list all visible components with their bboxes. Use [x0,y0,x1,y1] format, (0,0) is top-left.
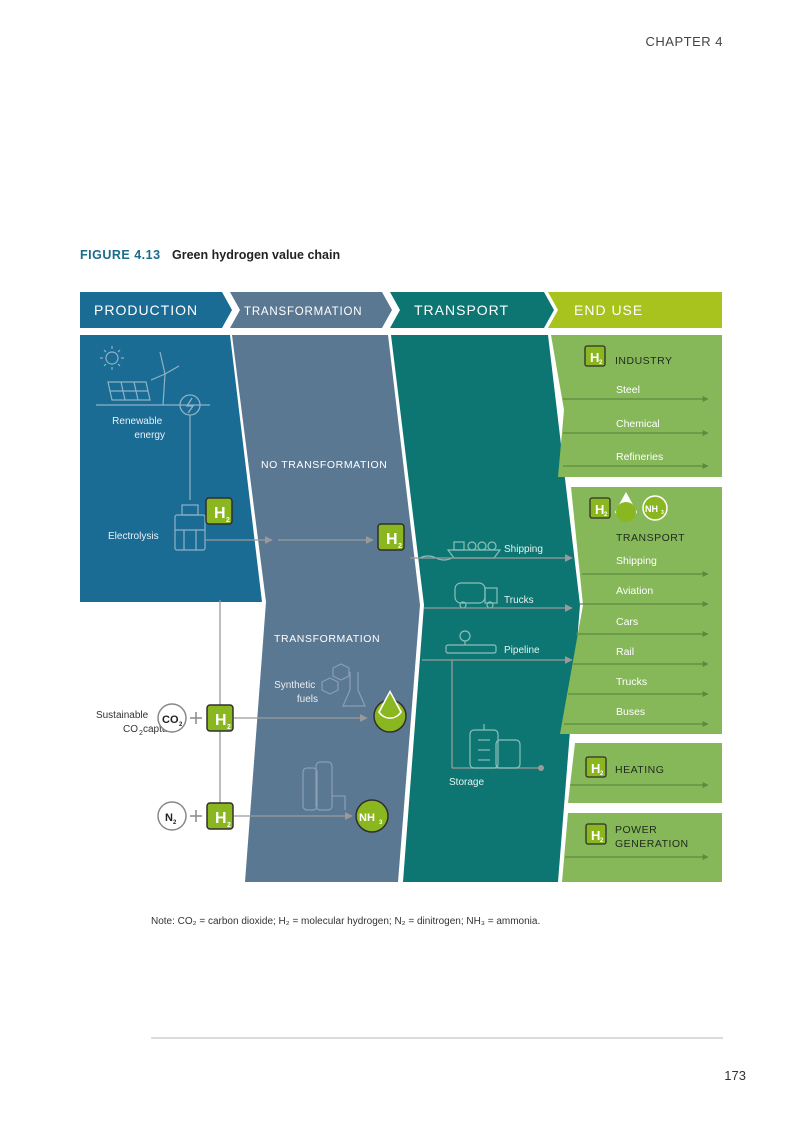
transformation-label: TRANSFORMATION [274,633,380,645]
transport-title: TRANSPORT [616,532,685,544]
pipeline-icon [445,630,497,654]
svg-text:H: H [590,350,599,365]
power-generation-title: POWER GENERATION [615,824,689,850]
svg-text:2: 2 [173,820,177,826]
h2-badge-heating: H 2 [585,756,607,778]
svg-text:N: N [165,812,173,824]
h2-badge-n2: H 2 [206,802,234,830]
svg-text:2: 2 [604,512,608,518]
transport-item-trucks: Trucks [616,676,647,688]
synthetic-fuels-label: Synthetic fuels [274,680,318,705]
molecule-icon [321,663,366,707]
figure-title: FIGURE 4.13 Green hydrogen value chain [80,248,340,262]
stage-header-transport [390,292,554,328]
electrolysis-label: Electrolysis [108,531,159,542]
shipping-transport-label: Shipping [504,544,543,555]
stage-label-production: PRODUCTION [94,302,198,318]
heating-title: HEATING [615,764,664,776]
h2-badge-co2: H 2 [206,704,234,732]
svg-text:H: H [215,712,227,729]
svg-text:2: 2 [227,822,231,829]
wind-turbine-icon [150,351,180,406]
industry-item-chemical: Chemical [616,418,660,430]
svg-text:2: 2 [227,724,231,731]
ammonia-badge-transport: NH 3 [642,495,668,521]
svg-text:2: 2 [600,771,604,777]
pipeline-transport-label: Pipeline [504,645,540,656]
co2-capture-label: Sustainable CO [96,710,151,735]
trucks-transport-label: Trucks [504,595,534,606]
no-transformation-label: NO TRANSFORMATION [261,459,387,471]
svg-text:H: H [386,531,398,548]
stage-label-transport: TRANSPORT [414,302,509,318]
co2-molecule-icon: CO 2 [157,703,187,733]
transport-arrows [564,571,709,727]
svg-text:H: H [215,810,227,827]
storage-endpoint [538,765,544,771]
industry-arrows [563,396,709,469]
transport-item-buses: Buses [616,706,645,718]
h2-badge-transport: H 2 [589,497,611,519]
svg-text:NH: NH [645,504,658,514]
stage-label-transformation: TRANSFORMATION [244,306,362,318]
transformation-panel [232,335,420,882]
h2-badge-industry: H 2 [584,345,606,367]
industry-item-refineries: Refineries [616,451,663,463]
transport-item-rail: Rail [616,646,634,658]
storage-tank-icon [469,724,521,769]
solar-panel-icon [107,381,151,401]
renewable-energy-label: Renewable energy [112,416,165,441]
transport-item-aviation: Aviation [616,585,653,597]
stage-header-production [80,292,232,328]
svg-text:H: H [591,761,600,776]
synthetic-fuel-drop-icon [373,690,407,733]
gas-tanks-icon [302,761,346,811]
fuel-drop-icon [615,492,637,522]
end-use-industry-panel [551,335,722,477]
figure-note: Note: CO₂ = carbon dioxide; H₂ = molecul… [151,916,541,927]
end-use-transport-panel [560,487,722,734]
h2-badge-electrolysis: H 2 [205,497,233,525]
storage-label: Storage [449,777,484,788]
page-number: 173 [724,1068,746,1083]
h2-badge-power: H 2 [585,823,607,845]
svg-text:3: 3 [379,820,383,826]
svg-text:NH: NH [359,812,375,824]
transport-item-cars: Cars [616,616,638,628]
svg-text:2: 2 [600,838,604,844]
n2-molecule-icon: N 2 [157,801,187,831]
plus-icon-n2 [190,810,202,822]
footer-divider [151,1037,723,1039]
ship-icon [419,541,502,561]
industry-title: INDUSTRY [615,355,672,367]
svg-text:2: 2 [179,722,183,728]
industry-item-steel: Steel [616,384,640,396]
figure-title-text: Green hydrogen value chain [172,248,341,262]
transport-item-shipping: Shipping [616,555,657,567]
stage-header-end-use [548,292,722,328]
svg-text:H: H [591,828,600,843]
h2-badge-transformation: H 2 [377,523,405,551]
electrolyzer-icon [174,504,206,551]
svg-text:H: H [214,505,226,522]
plus-icon [190,712,202,724]
svg-text:2: 2 [599,360,603,366]
stage-label-end-use: END USE [574,302,643,318]
ammonia-badge-icon: NH 3 [355,799,389,833]
svg-text:2: 2 [398,543,402,550]
stage-headers: PRODUCTION TRANSFORMATION TRANSPORT END … [80,292,722,328]
svg-text:CO: CO [162,714,179,726]
co2-capture-sub: 2 [139,730,143,737]
figure-number: FIGURE 4.13 [80,248,161,262]
svg-text:3: 3 [661,510,664,516]
stage-header-transformation [230,292,392,328]
chapter-label: CHAPTER 4 [645,34,723,49]
svg-text:H: H [595,502,604,517]
co2-capture-rest: capture [143,724,177,735]
sun-icon [100,346,124,370]
production-panel [80,335,262,602]
svg-text:2: 2 [226,517,230,524]
